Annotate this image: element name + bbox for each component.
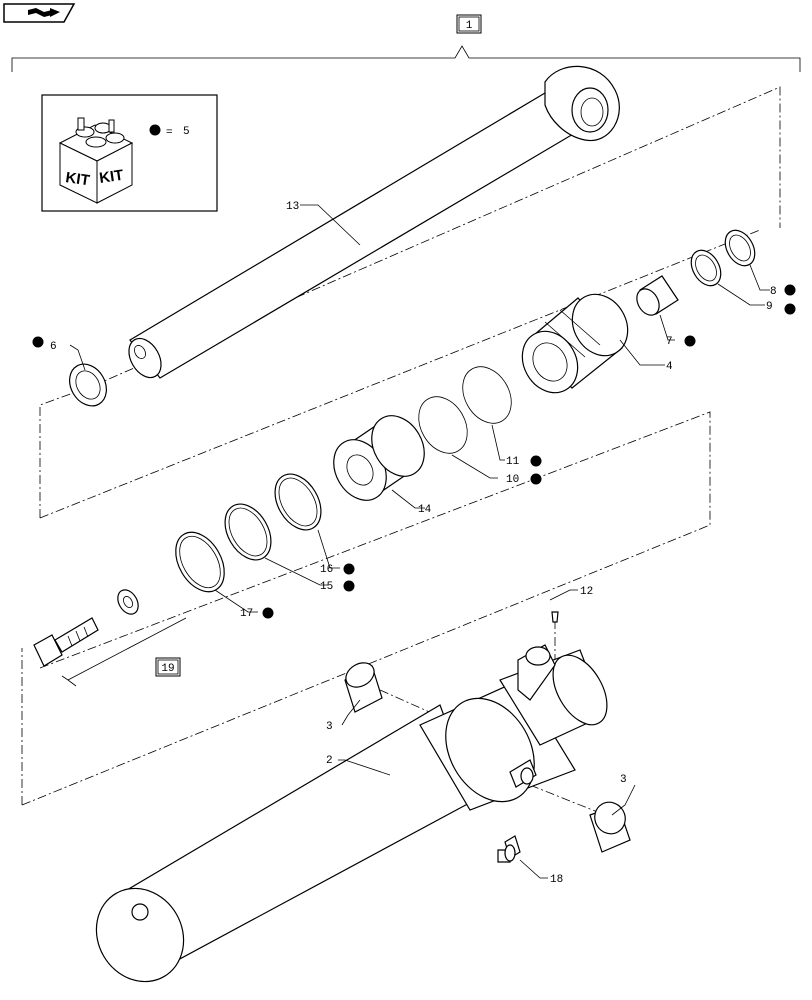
callout-17: 17 <box>240 608 253 620</box>
callout-16: 16 <box>320 564 333 576</box>
kit-legend: KIT KIT = 5 <box>41 94 218 212</box>
piston-rod <box>128 65 620 379</box>
kit-word-left: KIT <box>64 169 90 189</box>
cylinder-barrel <box>95 644 608 983</box>
callout-labels: 13 6 4 7 8 9 10 11 14 16 15 17 12 3 3 2 … <box>50 201 777 886</box>
callout-6: 6 <box>50 341 57 353</box>
callout-7: 7 <box>666 336 673 348</box>
subassembly-ref-label: 19 <box>161 663 174 675</box>
wear-ring-17 <box>175 531 225 593</box>
backup-ring-11 <box>462 366 512 424</box>
kit-box-icon: KIT KIT <box>58 117 134 204</box>
callout-12: 12 <box>580 586 593 598</box>
piston-ring-16 <box>274 473 322 531</box>
callout-leaders <box>69 204 770 879</box>
seal-ring-8 <box>724 229 756 267</box>
piston-ring-15 <box>224 503 272 561</box>
callout-11: 11 <box>506 456 520 468</box>
callout-3-right: 3 <box>620 774 627 786</box>
assembly-ref-label: 1 <box>466 20 473 32</box>
kit-ref-label: 5 <box>183 126 190 138</box>
callout-3-left: 3 <box>326 721 333 733</box>
assembly-ref-box: 1 <box>456 14 482 34</box>
elbow-fitting <box>497 835 521 863</box>
callout-8: 8 <box>770 286 777 298</box>
gland <box>521 293 629 394</box>
callout-18: 18 <box>550 874 563 886</box>
rod-bushing <box>636 275 679 316</box>
piston <box>333 415 425 501</box>
callout-4: 4 <box>666 361 673 373</box>
grease-fitting <box>551 611 559 623</box>
kit-word-right: KIT <box>98 167 124 187</box>
seal-ring-9 <box>690 249 722 287</box>
kit-bullet <box>149 124 161 136</box>
kit-bullets <box>32 284 796 619</box>
callout-13: 13 <box>286 201 299 213</box>
callout-2: 2 <box>326 755 333 767</box>
piston-bolt <box>33 617 99 667</box>
callout-14: 14 <box>418 504 432 516</box>
book-arrow-icon[interactable] <box>3 3 76 23</box>
callout-10: 10 <box>506 474 519 486</box>
pin-bushing-left <box>344 662 383 713</box>
subassembly-ref-box: 19 <box>155 657 181 677</box>
callout-9: 9 <box>766 301 773 313</box>
bolt-washer <box>117 589 139 615</box>
pin-bushing-right <box>589 801 631 853</box>
wiper-seal <box>69 363 107 407</box>
assembly-brace <box>11 45 801 72</box>
o-ring-10 <box>418 396 468 454</box>
kit-equals: = <box>166 127 173 139</box>
subassembly-bracket <box>61 617 187 687</box>
callout-15: 15 <box>320 581 333 593</box>
